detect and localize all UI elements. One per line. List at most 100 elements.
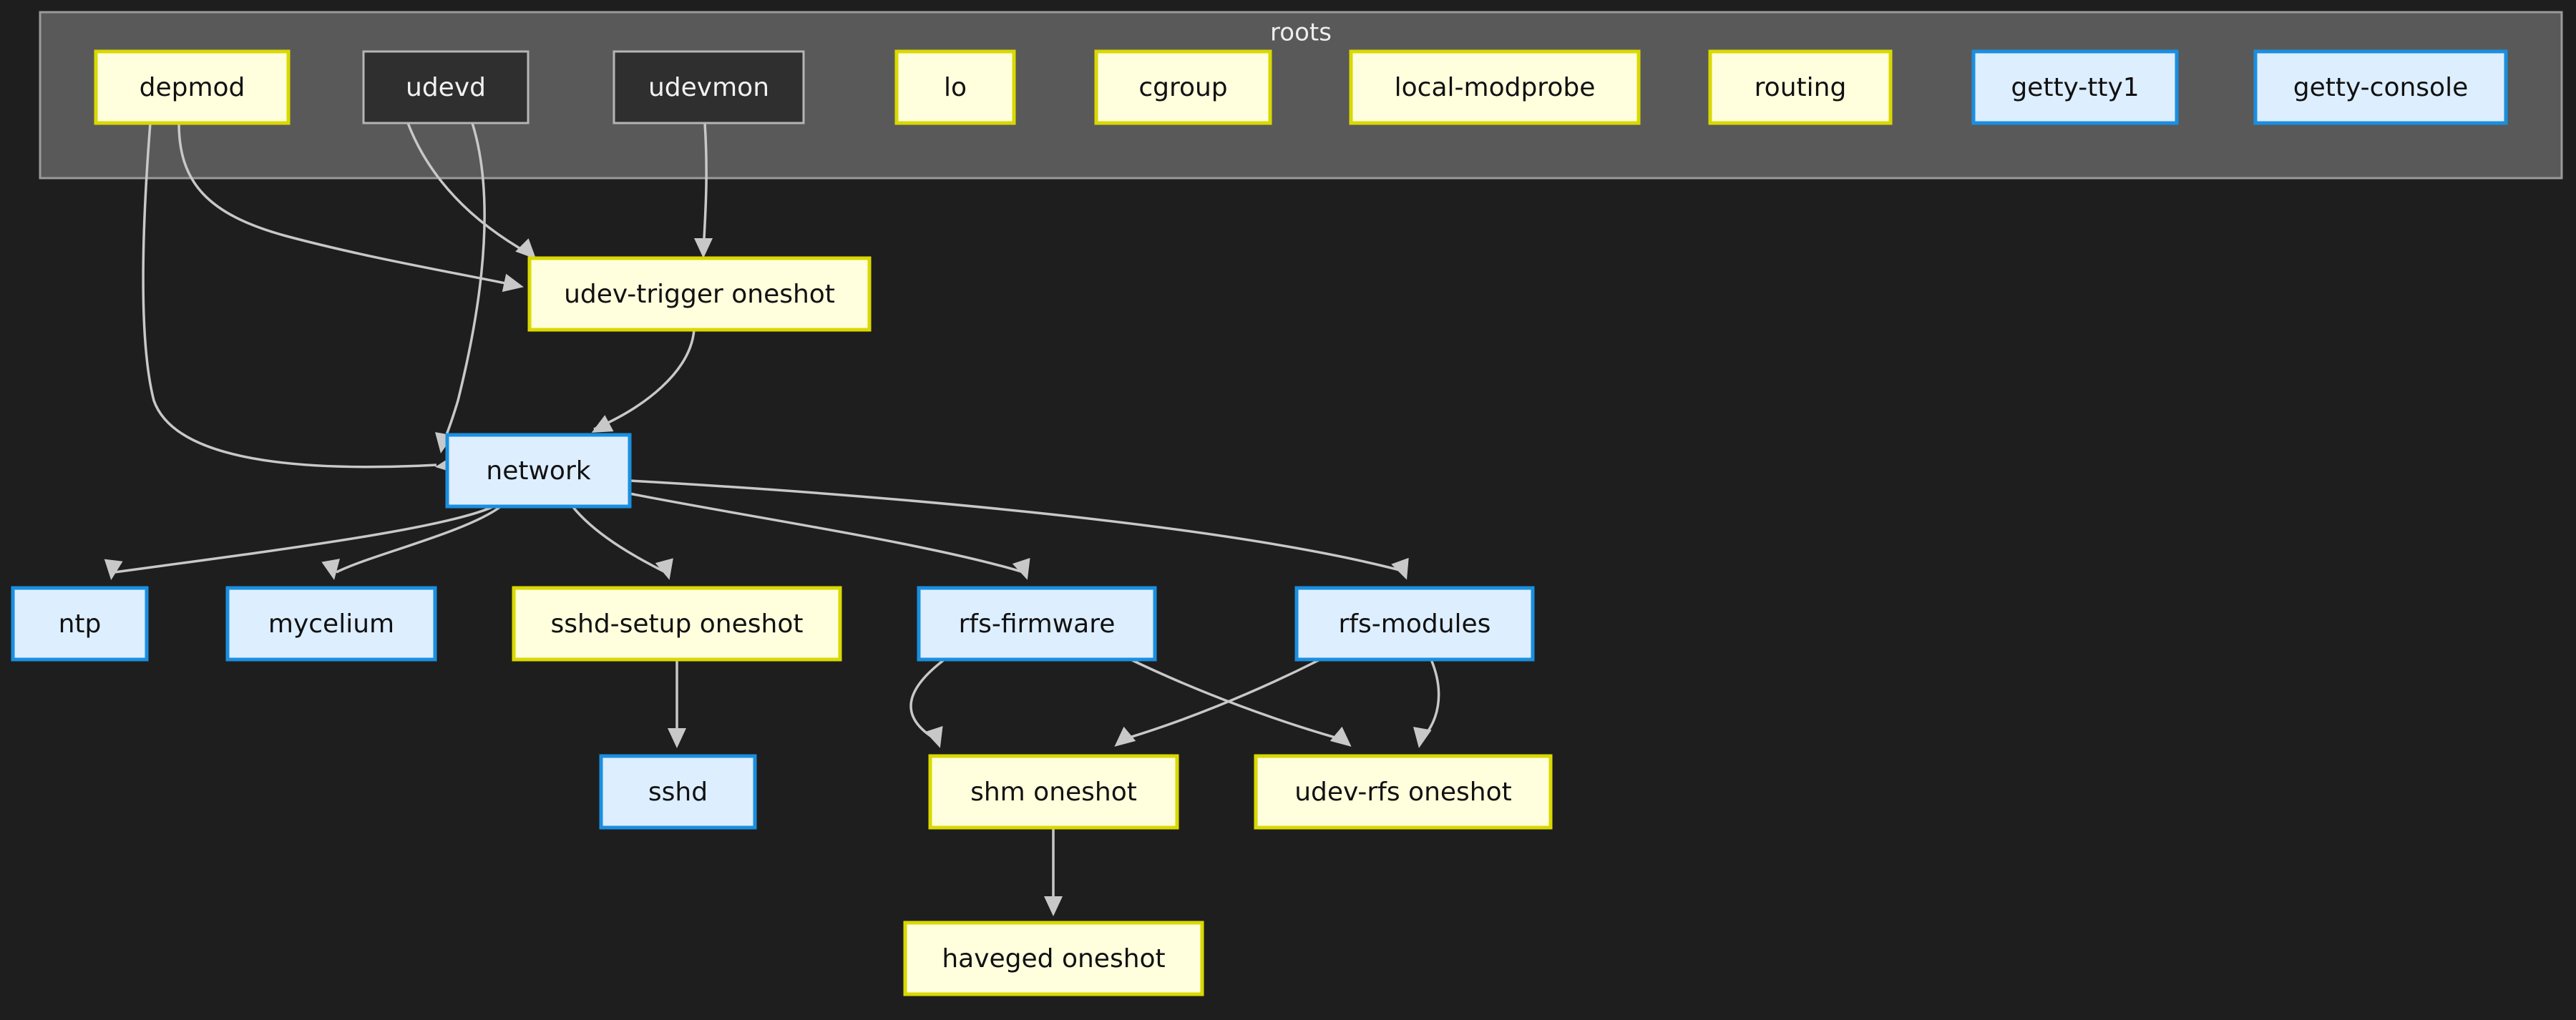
node-routing[interactable]: routing: [1708, 49, 1893, 125]
node-label-rfs-firmware: rfs-firmware: [959, 609, 1116, 639]
node-box-haveged[interactable]: [903, 921, 1204, 996]
node-label-sshd-setup: sshd-setup oneshot: [550, 609, 803, 639]
node-box-rfs-modules[interactable]: [1294, 586, 1535, 662]
arrowhead-icon: [1330, 726, 1352, 747]
arrowhead-10: [1391, 557, 1409, 580]
node-cgroup[interactable]: cgroup: [1094, 49, 1272, 125]
node-udev-trigger[interactable]: udev-trigger oneshot: [527, 256, 872, 332]
node-getty-console[interactable]: getty-console: [2253, 49, 2508, 125]
arrowhead-icon: [924, 726, 943, 748]
arrowhead-14: [1114, 726, 1136, 747]
arrowhead-2: [515, 238, 537, 260]
node-label-udevd: udevd: [406, 73, 486, 102]
node-box-sshd[interactable]: [599, 754, 757, 830]
node-udevmon[interactable]: udevmon: [613, 50, 805, 124]
node-box-rfs-firmware[interactable]: [917, 586, 1157, 662]
arrowhead-7: [321, 559, 340, 580]
cluster-roots-label: roots: [1270, 19, 1332, 47]
arrowhead-icon: [321, 559, 340, 580]
node-haveged[interactable]: haveged oneshot: [903, 921, 1204, 996]
node-label-routing: routing: [1755, 73, 1847, 102]
node-label-shm: shm oneshot: [970, 778, 1137, 807]
node-box-cgroup[interactable]: [1094, 49, 1272, 125]
node-label-depmod: depmod: [140, 73, 245, 102]
edge-rfs-modules-to-udev-rfs: [1419, 659, 1440, 742]
arrowhead-icon: [668, 728, 686, 748]
node-depmod[interactable]: depmod: [94, 49, 291, 125]
node-label-getty-tty1: getty-tty1: [2011, 73, 2139, 102]
node-box-local-modprobe[interactable]: [1349, 49, 1641, 125]
node-getty-tty1[interactable]: getty-tty1: [1971, 49, 2179, 125]
node-label-cgroup: cgroup: [1138, 73, 1227, 102]
arrowhead-icon: [591, 415, 614, 433]
node-box-udev-trigger[interactable]: [527, 256, 872, 332]
node-box-udevd[interactable]: [362, 50, 530, 124]
node-box-routing[interactable]: [1708, 49, 1893, 125]
node-box-udevmon[interactable]: [613, 50, 805, 124]
node-box-udev-rfs[interactable]: [1254, 754, 1553, 830]
edge-network-to-rfs-firmware: [629, 492, 1024, 574]
node-layer: depmod udevd udevmon lo cgroup local-modprobe…: [11, 49, 2508, 996]
node-label-sshd: sshd: [648, 778, 708, 807]
node-box-mycelium[interactable]: [225, 586, 437, 662]
edge-depmod-to-network: [142, 122, 437, 469]
node-network[interactable]: network: [445, 433, 632, 509]
node-box-lo[interactable]: [894, 49, 1016, 125]
edge-network-to-rfs-modules: [629, 479, 1403, 572]
arrowhead-layer: [104, 238, 1432, 916]
arrowhead-11: [668, 728, 686, 748]
arrowhead-15: [1413, 727, 1432, 748]
arrowhead-icon: [655, 558, 673, 580]
arrowhead-icon: [104, 559, 123, 580]
node-udev-rfs[interactable]: udev-rfs oneshot: [1254, 754, 1553, 830]
arrowhead-12: [924, 726, 943, 748]
node-box-ntp[interactable]: [11, 586, 149, 662]
node-box-sshd-setup[interactable]: [512, 586, 842, 662]
node-mycelium[interactable]: mycelium: [225, 586, 437, 662]
node-rfs-modules[interactable]: rfs-modules: [1294, 586, 1535, 662]
arrowhead-0: [502, 273, 524, 293]
node-label-local-modprobe: local-modprobe: [1395, 73, 1596, 102]
arrowhead-icon: [1391, 557, 1409, 580]
arrowhead-8: [655, 558, 673, 580]
node-rfs-firmware[interactable]: rfs-firmware: [917, 586, 1157, 662]
node-box-shm[interactable]: [928, 754, 1179, 830]
node-box-network[interactable]: [445, 433, 632, 509]
node-label-udev-rfs: udev-rfs oneshot: [1294, 778, 1512, 807]
edge-udevd-to-network: [440, 122, 486, 448]
node-label-haveged: haveged oneshot: [942, 944, 1165, 974]
node-label-mycelium: mycelium: [268, 609, 394, 639]
arrowhead-9: [1012, 558, 1030, 580]
node-label-ntp: ntp: [59, 609, 102, 639]
node-shm[interactable]: shm oneshot: [928, 754, 1179, 830]
arrowhead-icon: [694, 238, 713, 258]
node-box-getty-console[interactable]: [2253, 49, 2508, 125]
node-local-modprobe[interactable]: local-modprobe: [1349, 49, 1641, 125]
node-label-rfs-modules: rfs-modules: [1339, 609, 1491, 639]
node-ntp[interactable]: ntp: [11, 586, 149, 662]
edge-depmod-to-udev-trigger: [177, 122, 520, 288]
edge-layer: [114, 122, 1440, 907]
edge-network-to-ntp: [114, 505, 494, 574]
edge-udev-trigger-to-network: [593, 329, 696, 431]
edge-network-to-sshd-setup: [571, 505, 666, 574]
node-label-getty-console: getty-console: [2293, 73, 2468, 102]
arrowhead-13: [1330, 726, 1352, 747]
arrowhead-5: [591, 415, 614, 433]
node-udevd[interactable]: udevd: [362, 50, 530, 124]
edge-network-to-mycelium: [336, 505, 502, 574]
node-box-getty-tty1[interactable]: [1971, 49, 2179, 125]
node-box-depmod[interactable]: [94, 49, 291, 125]
arrowhead-icon: [1114, 726, 1136, 747]
node-lo[interactable]: lo: [894, 49, 1016, 125]
node-label-udev-trigger: udev-trigger oneshot: [564, 280, 835, 309]
edge-rfs-modules-to-shm: [1119, 658, 1321, 742]
edge-rfs-firmware-to-shm: [909, 658, 946, 742]
node-sshd-setup[interactable]: sshd-setup oneshot: [512, 586, 842, 662]
node-sshd[interactable]: sshd: [599, 754, 757, 830]
arrowhead-icon: [515, 238, 537, 260]
edge-udevd-to-udev-trigger: [406, 122, 530, 255]
arrowhead-16: [1044, 896, 1063, 916]
